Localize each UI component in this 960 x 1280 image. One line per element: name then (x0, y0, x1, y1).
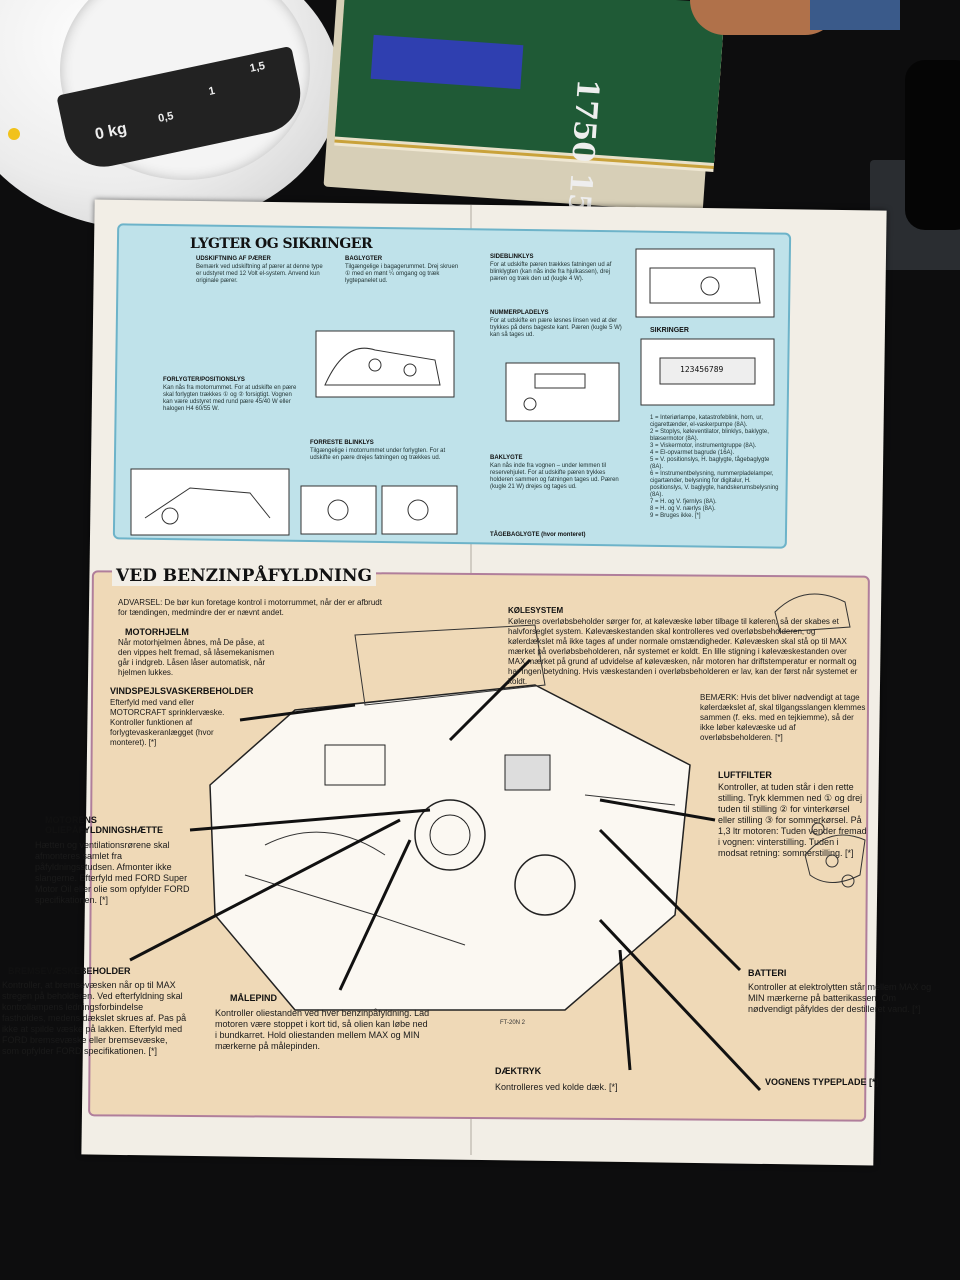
engine-bay-drawing (209, 624, 691, 1011)
heading-battery: BATTERI (748, 968, 787, 978)
tyre-pressure-text: Kontrolleres ved kolde dæk. [*] (495, 1082, 618, 1092)
note-text: BEMÆRK: Hvis det bliver nødvendigt at ta… (700, 693, 866, 742)
brake-fluid-text: Kontroller, at bremsevæsken når op til M… (2, 980, 187, 1056)
text-block: Bemærk ved udskiftning af pærer at denne… (196, 264, 323, 284)
heading-type-plate: VOGNENS TYPEPLADE [*] (765, 1077, 879, 1087)
heading-reverse-light: BAKLYGTE (490, 455, 523, 461)
list-item: 7 = H. og V. fjernlys (8A). (650, 499, 717, 505)
bonnet-text: Når motorhjelmen åbnes, må De påse, at d… (118, 638, 275, 677)
heading-dipstick: MÅLEPIND (230, 993, 277, 1003)
rear-light-figure (315, 330, 455, 398)
heading-side-indicators: SIDEBLINKLYS (490, 254, 534, 260)
text-block: For at udskifte en pære løsnes linsen ve… (490, 318, 622, 338)
text-block: Kan nås inde fra vognen – under lemmen t… (490, 463, 619, 490)
battery-text: Kontroller at elektrolytten står mellem … (748, 982, 932, 1014)
heading-rear-lights: BAGLYGTER (345, 256, 383, 262)
heading-fuses: SIKRINGER (650, 327, 689, 334)
side-indicator-figure (635, 248, 775, 318)
heading-air-filter: LUFTFILTER (718, 770, 772, 780)
list-item: 1 = Interiørlampe, katastrofeblink, horn… (650, 415, 763, 428)
heading-tyre-pressure: DÆKTRYK (495, 1066, 542, 1076)
list-item: 3 = Viskermotor, instrumentgruppe (8A). (650, 443, 757, 449)
headlight-figure (130, 468, 290, 536)
yellow-dot (8, 128, 20, 140)
radiator-cap-figure (774, 593, 851, 633)
list-item: 9 = Bruges ikke. [*] (650, 513, 701, 519)
section-title-lights: LYGTER OG SIKRINGER (190, 236, 373, 252)
heading-cooling: KØLESYSTEM (508, 606, 564, 615)
heading-fog-light: TÅGEBAGLYGTE (hvor monteret) (490, 532, 586, 538)
oil-cap-text: Hætten og ventilationsrørene skal afmont… (35, 840, 190, 905)
list-item: 8 = H. og V. nærlys (8A). (650, 506, 716, 512)
fuse-box-figure (640, 338, 775, 406)
heading-brake-fluid: BREMSEVÆSKEBEHOLDER (8, 966, 131, 976)
air-filter-figure (804, 822, 866, 888)
washer-text: Efterfyld med vand eller MOTORCRAFT spri… (110, 698, 225, 747)
dark-object (905, 60, 960, 230)
fuse-list: 1 = Interiørlampe, katastrofeblink, horn… (650, 415, 780, 520)
cooling-text: Kølerens overløbsbeholder sørger for, at… (508, 617, 858, 686)
heading-plate-lights: NUMMERPLADELYS (490, 310, 549, 316)
list-item: 4 = El-opvarmet bagrude (16A). (650, 450, 735, 456)
text-block: Kan nås fra motorrummet. For at udskifte… (163, 385, 297, 412)
heading-front-indicators: FORRESTE BLINKLYS (310, 440, 374, 446)
air-filter-text: Kontroller, at tuden står i den rette st… (718, 782, 867, 858)
text-block: For at udskifte pæren trækkes fatningen … (490, 262, 612, 282)
text-block: Tilgængelige i bagagerummet. Drej skruen… (345, 264, 459, 284)
figure-code: FT-20N 2 (500, 1020, 526, 1026)
heading-oil-cap: MOTORENS OLIEPÅFYLDNINGSHÆTTE (45, 815, 164, 835)
list-item: 5 = V. positionslys, H. baglygte, tågeba… (650, 457, 770, 470)
heading-washer: VINDSPEJLSVASKERBEHOLDER (110, 686, 254, 696)
list-item: 6 = Instrumentbelysning, nummerpladelamp… (650, 471, 779, 498)
blue-card (810, 0, 900, 30)
heading-bulb-change: UDSKIFTNING AF PÆRER (196, 256, 271, 262)
indicator-figure (300, 485, 458, 535)
heading-headlights: FORLYGTER/POSITIONSLYS (163, 377, 245, 383)
list-item: 2 = Stoplys, køleventilator, blinklys, b… (650, 429, 769, 442)
dipstick-text: Kontroller oliestanden ved hver benzinpå… (215, 1008, 430, 1051)
text-block: Tilgængelige i motorrummet under forlygt… (310, 448, 446, 461)
section-title-refuelling: VED BENZINPÅFYLDNING (112, 566, 376, 586)
heading-bonnet: MOTORHJELM (125, 627, 189, 637)
warning-text: ADVARSEL: De bør kun foretage kontrol i … (118, 598, 382, 617)
fuse-number: 123456789 (680, 365, 724, 374)
plate-light-figure (505, 362, 620, 422)
